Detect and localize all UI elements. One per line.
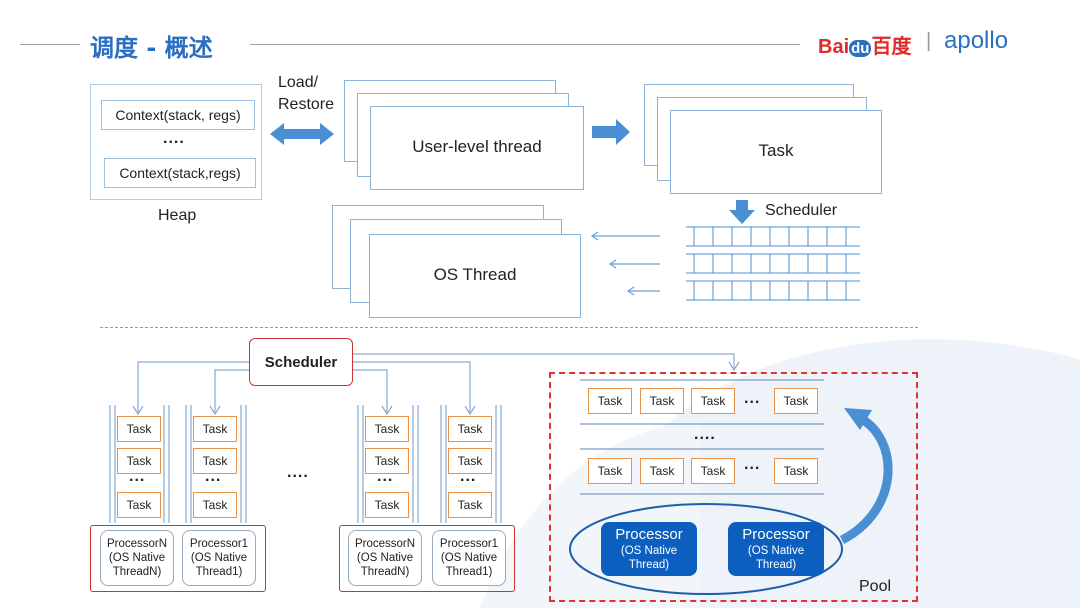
apollo-logo: apollo <box>944 27 1009 54</box>
pool-task-r2-1: Task <box>588 458 632 484</box>
pool-task-r2-4: Task <box>774 458 818 484</box>
pool-processor-2-title: Processor <box>742 526 810 543</box>
task-col3-3: Task <box>365 492 409 518</box>
scheduler-down-arrow-icon <box>729 200 755 224</box>
scheduler-label-bottom: Scheduler <box>264 354 338 371</box>
user-thread-card <box>370 106 584 190</box>
context-entry-1: Context(stack, regs) <box>101 100 255 130</box>
task-col4-2: Task <box>448 448 492 474</box>
columns-middle-dots: .... <box>287 464 309 481</box>
pool-label: Pool <box>859 578 892 595</box>
task-col2-3: Task <box>193 492 237 518</box>
header-rule-left <box>20 44 80 45</box>
pool-task-r1-4: Task <box>774 388 818 414</box>
task-col2-2: Task <box>193 448 237 474</box>
pool-processor-2-line2: (OS Native <box>747 545 805 557</box>
pool-processor-1-line3: Thread) <box>628 559 670 571</box>
processor-1-1: Processor1 (OS Native Thread1) <box>182 530 256 586</box>
processor-n-2-line2: (OS Native <box>356 552 414 564</box>
processor-1-2-line3: Thread1) <box>445 566 493 578</box>
processor-1-1-line2: (OS Native <box>190 552 248 564</box>
pool-processor-1-line2: (OS Native <box>620 545 678 557</box>
pool-processor-1-title: Processor <box>615 526 683 543</box>
pool-task-r1-1: Task <box>588 388 632 414</box>
restore-label: Restore <box>278 96 335 113</box>
processor-1-1-line3: Thread1) <box>195 566 243 578</box>
heap-dots: .... <box>163 130 185 147</box>
pool-row2-dots: ... <box>744 456 761 473</box>
processor-n-2: ProcessorN (OS Native ThreadN) <box>348 530 422 586</box>
scheduler-queues <box>686 226 860 301</box>
task-col1-3: Task <box>117 492 161 518</box>
col1-dots: ... <box>129 468 146 485</box>
pool-processor-2: Processor (OS Native Thread) <box>728 522 824 576</box>
scheduler-links-icon <box>132 353 740 415</box>
task-col3-1: Task <box>365 416 409 442</box>
col4-dots: ... <box>460 468 477 485</box>
processor-group-2 <box>339 525 515 592</box>
pool-middle-dots: .... <box>694 426 716 443</box>
processor-n-1-line3: ThreadN) <box>112 566 162 578</box>
os-thread-card <box>369 234 581 318</box>
task-col1-1: Task <box>117 416 161 442</box>
col2-dots: ... <box>205 468 222 485</box>
scheduler-box <box>249 338 353 386</box>
processor-n-2-line3: ThreadN) <box>360 566 410 578</box>
pool-queue-lines <box>580 379 824 495</box>
pool-row1-dots: ... <box>744 390 761 407</box>
task-card <box>670 110 882 194</box>
task-col4-3: Task <box>448 492 492 518</box>
processor-1-1-title: Processor1 <box>189 538 249 550</box>
pool-task-r2-2: Task <box>640 458 684 484</box>
processor-n-1-title: ProcessorN <box>106 538 168 550</box>
task-label: Task <box>758 141 794 160</box>
heap-label: Heap <box>158 207 197 224</box>
to-task-arrow-icon <box>592 119 630 145</box>
task-col4-1: Task <box>448 416 492 442</box>
col3-dots: ... <box>377 468 394 485</box>
pool-task-r1-2: Task <box>640 388 684 414</box>
pool-task-r1-3: Task <box>691 388 735 414</box>
processor-queue-columns <box>109 405 502 523</box>
user-thread-label: User-level thread <box>412 137 542 156</box>
load-label: Load/ <box>278 74 319 91</box>
task-col3-2: Task <box>365 448 409 474</box>
pool-box <box>549 372 918 602</box>
processor-n-2-title: ProcessorN <box>354 538 416 550</box>
load-restore-arrow-icon <box>270 123 334 145</box>
queue-to-os-arrows-icon <box>590 231 660 296</box>
scheduler-label-top: Scheduler <box>765 202 838 219</box>
pool-processor-2-line3: Thread) <box>755 559 797 571</box>
processor-n-1: ProcessorN (OS Native ThreadN) <box>100 530 174 586</box>
task-col2-1: Task <box>193 416 237 442</box>
brand-separator: | <box>926 30 932 52</box>
processor-1-2-title: Processor1 <box>439 538 499 550</box>
pool-task-r2-3: Task <box>691 458 735 484</box>
section-divider <box>100 327 918 328</box>
processor-group-1 <box>90 525 266 592</box>
pool-processor-1: Processor (OS Native Thread) <box>601 522 697 576</box>
context-entry-2: Context(stack,regs) <box>104 158 256 188</box>
pool-cycle-arrow-icon <box>569 408 893 595</box>
page-title: 调度 - 概述 <box>90 34 213 62</box>
processor-1-2-line2: (OS Native <box>440 552 498 564</box>
os-thread-label: OS Thread <box>433 265 517 284</box>
processor-n-1-line2: (OS Native <box>108 552 166 564</box>
task-col1-2: Task <box>117 448 161 474</box>
header-rule-right <box>250 44 800 45</box>
processor-1-2: Processor1 (OS Native Thread1) <box>432 530 506 586</box>
